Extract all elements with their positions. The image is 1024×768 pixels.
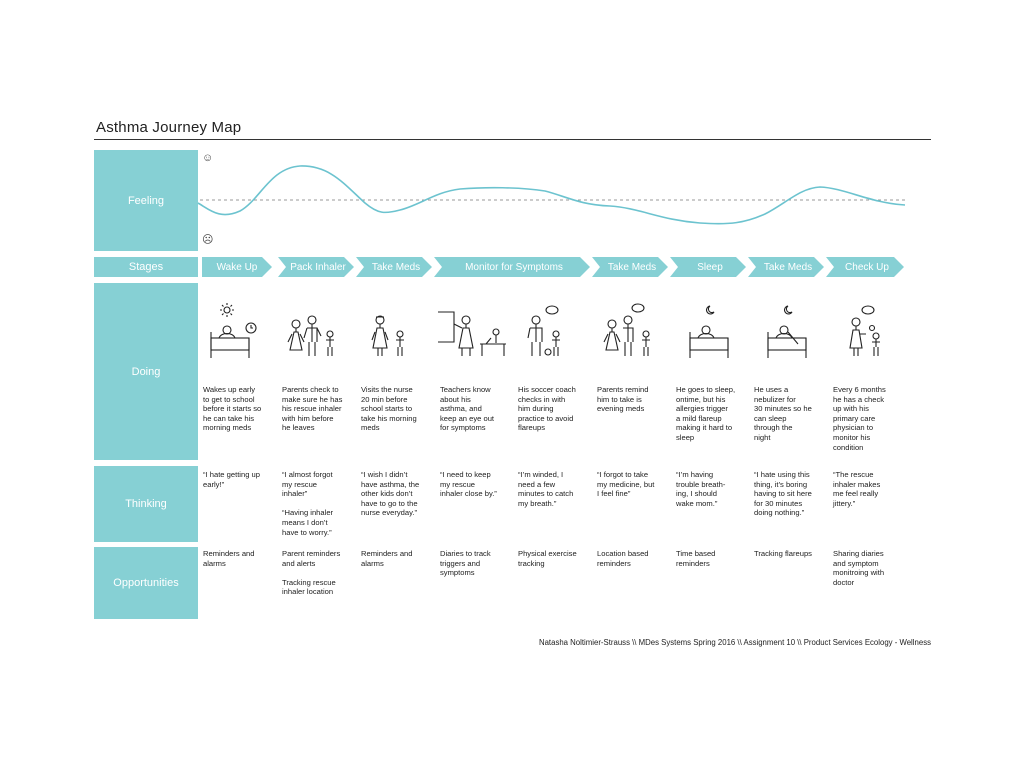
opportunity-text-8: Tracking flareups: [754, 549, 812, 558]
coach-soccer-icon: [527, 305, 560, 356]
doing-text-2: Parents check to make sure he has his re…: [282, 385, 343, 433]
thinking-text-3: “I wish I didn’t have asthma, the other …: [361, 470, 420, 518]
opportunity-text-2: Parent reminders and alerts Tracking res…: [282, 549, 341, 597]
sad-face-icon: ☹: [202, 234, 214, 246]
opportunity-text-6: Location based reminders: [597, 549, 649, 568]
stage-pack-inhaler: Pack Inhaler: [278, 257, 354, 277]
thinking-text-7: “I’m having trouble breath- ing, I shoul…: [676, 470, 726, 508]
row-label-stages: Stages: [94, 257, 198, 277]
sleep-bed-icon: [689, 305, 729, 358]
doing-text-4: Teachers know about his asthma, and keep…: [440, 385, 495, 433]
doing-text-8: He uses a nebulizer for 30 minutes so he…: [754, 385, 812, 442]
thinking-text-2: “I almost forgot my rescue inhaler” “Hav…: [282, 470, 334, 537]
stage-monitor-symptoms: Monitor for Symptoms: [434, 257, 590, 277]
row-label-thinking: Thinking: [94, 466, 198, 542]
opportunity-text-3: Reminders and alarms: [361, 549, 413, 568]
teacher-classroom-icon: [438, 311, 506, 356]
thinking-text-6: “I forgot to take my medicine, but I fee…: [597, 470, 655, 499]
footer-credit: Natasha Noltimier-Strauss \\ MDes System…: [538, 638, 931, 647]
row-label-feeling: Feeling: [94, 150, 198, 251]
row-label-opportunities: Opportunities: [94, 547, 198, 619]
happy-face-icon: ☺: [202, 152, 214, 164]
title-divider: [94, 139, 931, 140]
stage-sleep: Sleep: [670, 257, 746, 277]
nebulizer-bed-icon: [767, 305, 807, 358]
opportunity-text-7: Time based reminders: [676, 549, 716, 568]
nurse-child-icon: [371, 315, 404, 356]
doing-text-5: His soccer coach checks in with him duri…: [518, 385, 576, 433]
thinking-text-4: “I need to keep my rescue inhaler close …: [440, 470, 497, 499]
doctor-checkup-icon: [849, 305, 880, 356]
opportunity-text-5: Physical exercise tracking: [518, 549, 577, 568]
feeling-curve: [197, 165, 906, 225]
doing-text-1: Wakes up early to get to school before i…: [203, 385, 262, 433]
bed-alarm-icon: [210, 303, 257, 358]
stage-take-meds-morning: Take Meds: [356, 257, 432, 277]
thinking-text-8: “I hate using this thing, it’s boring ha…: [754, 470, 812, 518]
opportunity-text-1: Reminders and alarms: [203, 549, 255, 568]
stage-wake-up: Wake Up: [202, 257, 272, 277]
stage-take-meds-evening: Take Meds: [592, 257, 668, 277]
stage-check-up: Check Up: [826, 257, 904, 277]
doing-text-6: Parents remind him to take is evening me…: [597, 385, 649, 414]
doing-text-7: He goes to sleep, ontime, but his allerg…: [676, 385, 736, 442]
page-title: Asthma Journey Map: [96, 119, 242, 136]
opportunity-text-4: Diaries to track triggers and symptoms: [440, 549, 491, 578]
thinking-text-1: “I hate getting up early!”: [203, 470, 260, 489]
feeling-curve-chart: [197, 165, 906, 225]
opportunity-text-9: Sharing diaries and symptom monitroing w…: [833, 549, 885, 587]
parents-child-icon: [287, 315, 334, 356]
thinking-text-9: “The rescue inhaler makes me feel really…: [833, 470, 881, 508]
doing-text-3: Visits the nurse 20 min before school st…: [361, 385, 417, 433]
doing-text-9: Every 6 months he has a check up with hi…: [833, 385, 886, 452]
row-label-doing: Doing: [94, 283, 198, 460]
parents-remind-icon: [603, 303, 650, 356]
thinking-text-5: “I’m winded, I need a few minutes to cat…: [518, 470, 574, 508]
stage-take-meds-night: Take Meds: [748, 257, 824, 277]
